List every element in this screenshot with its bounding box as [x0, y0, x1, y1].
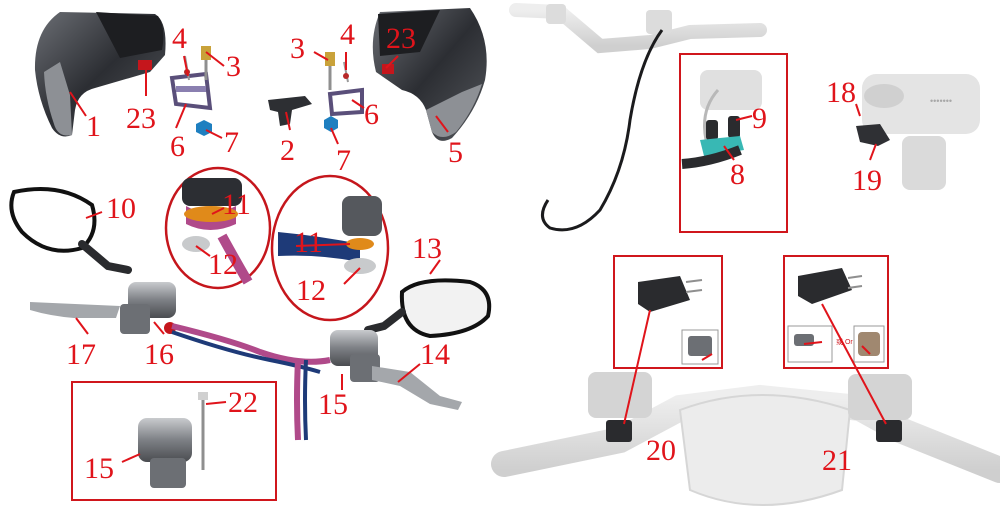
- inset-frame-switch-right: [783, 255, 889, 369]
- zoom-circle-left: [164, 166, 272, 290]
- callout-3-left: 3: [226, 50, 241, 83]
- callout-8: 8: [730, 158, 745, 191]
- callout-12-right: 12: [296, 274, 326, 307]
- nut-7-left-part: [196, 120, 212, 136]
- mount-bracket-right-part: [327, 87, 364, 117]
- switch-bracket-part: [856, 124, 890, 146]
- callout-17: 17: [66, 338, 96, 371]
- callout-6-right: 6: [364, 98, 379, 131]
- callout-15-inset: 15: [84, 452, 114, 485]
- callout-12-left: 12: [208, 248, 238, 281]
- handlebar-ghost-top: [509, 3, 767, 54]
- clutch-cable-part: [541, 29, 664, 232]
- callout-4-left: 4: [172, 22, 187, 55]
- zoom-circle-right: [270, 174, 390, 322]
- callout-labels: 1 23 4 3 6 7 2 3 4 23 6 7 5 10 11 12 11 …: [66, 18, 882, 485]
- master-cylinder-right-part: [330, 330, 462, 410]
- callout-2: 2: [280, 134, 295, 167]
- callout-5: 5: [448, 136, 463, 169]
- master-cylinder-left-part: [30, 282, 176, 334]
- callout-11-right: 11: [294, 226, 323, 259]
- clamp-insert-part: [268, 96, 312, 126]
- handlebar-ghost-bottom: [491, 372, 1000, 506]
- brake-switch-right-part: [876, 420, 902, 442]
- inset-frame-switch-left: [613, 255, 723, 369]
- handguard-right-part: [372, 8, 487, 141]
- callout-11-left: 11: [222, 188, 251, 221]
- bolt-3-right-part: [325, 52, 335, 90]
- callout-21: 21: [822, 444, 852, 477]
- mirror-right-part: [364, 278, 492, 339]
- callout-10: 10: [106, 192, 136, 225]
- brake-hose-cables: [171, 323, 331, 441]
- callout-13: 13: [412, 232, 442, 265]
- svg-text:•••••••: •••••••: [930, 96, 952, 106]
- callout-14: 14: [420, 338, 450, 371]
- brake-switch-left-part: [606, 420, 632, 442]
- handguard-left-part: [34, 12, 166, 137]
- inset-or-note: 或 Or: [836, 337, 853, 346]
- master-cylinder-ghost: •••••••: [862, 74, 980, 190]
- inset-master-cylinder-part: [138, 392, 208, 488]
- callout-18: 18: [826, 76, 856, 109]
- callout-15-main: 15: [318, 388, 348, 421]
- callout-20: 20: [646, 434, 676, 467]
- callout-9: 9: [752, 102, 767, 135]
- callout-16: 16: [144, 338, 174, 371]
- callout-23-left: 23: [126, 102, 156, 135]
- callout-1: 1: [86, 110, 101, 143]
- callout-22: 22: [228, 386, 258, 419]
- mirror-left-part: [9, 186, 132, 274]
- inset-brake-switch-left-part: [638, 276, 719, 365]
- callout-4-right: 4: [340, 18, 355, 51]
- callout-3-right: 3: [290, 32, 305, 65]
- mount-bracket-left-part: [169, 71, 213, 111]
- callout-7-right: 7: [336, 144, 351, 177]
- screw-4-right-part: [343, 61, 349, 83]
- callout-19: 19: [852, 164, 882, 197]
- inset-frame-switch-wires: [679, 53, 788, 233]
- inset-brake-switch-right-part: 或 Or: [787, 268, 885, 363]
- callout-23-right: 23: [386, 22, 416, 55]
- switch-wire-assembly-part: [681, 70, 762, 169]
- leader-lines: [69, 51, 887, 463]
- nut-7-right-part: [324, 116, 338, 132]
- callout-6-left: 6: [170, 130, 185, 163]
- inset-frame-switch: [71, 381, 277, 501]
- callout-7-left: 7: [224, 126, 239, 159]
